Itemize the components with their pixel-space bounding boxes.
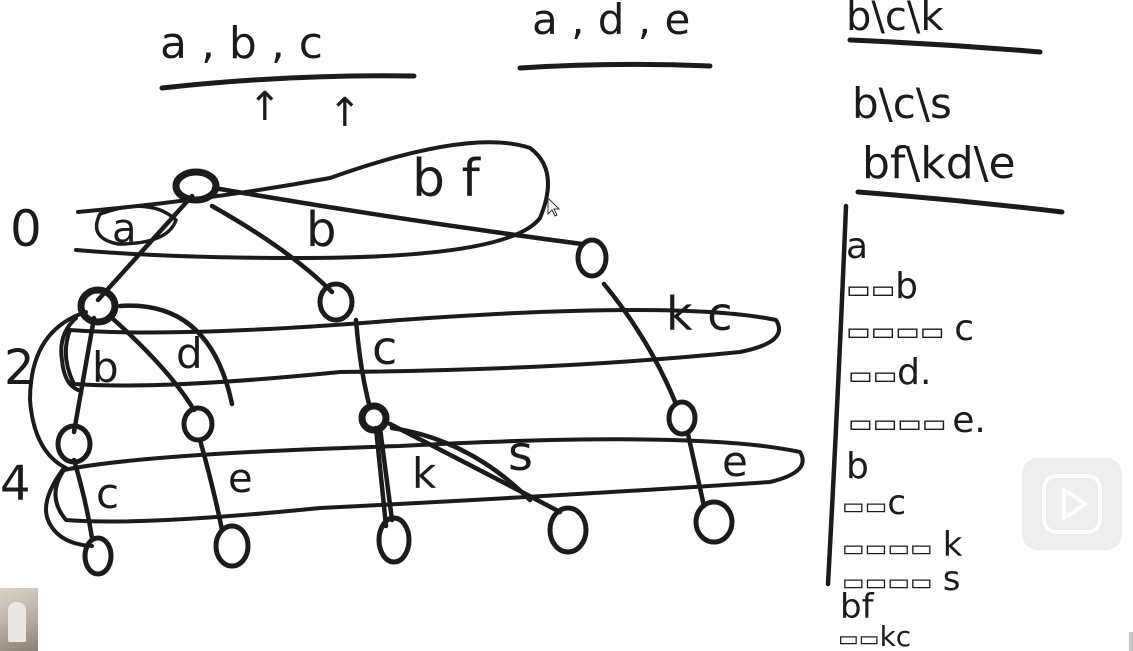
node-bfkc — [666, 399, 698, 437]
webcam-thumbnail — [0, 588, 38, 651]
node-bcs — [547, 505, 589, 555]
insert-arrow-1: ↑ — [248, 84, 282, 130]
outline-item: b — [846, 446, 869, 487]
brace-left-lower — [44, 466, 94, 548]
edge-a-b — [71, 315, 97, 435]
loop-level-2 — [63, 308, 782, 388]
path-bf-underline — [855, 189, 1065, 215]
outline-list: a ▭▭b ▭▭▭▭c ▭▭d. ▭▭▭▭e. b ▭▭c ▭▭▭▭k ▭▭▭▭… — [838, 226, 986, 651]
loop-a — [94, 204, 178, 246]
presenter-figure — [8, 602, 26, 642]
edge-label-s: s — [508, 426, 533, 482]
edge-ad-e — [197, 437, 225, 533]
brace-left — [28, 310, 88, 470]
outline-item: ▭▭▭▭e. — [848, 400, 986, 441]
edge-label-k: k — [412, 449, 437, 498]
path-b-c-k: b\c\k — [846, 0, 944, 40]
sequence-abc-underline — [159, 73, 417, 91]
path-bf-kd-e: bf\kd\e — [862, 138, 1016, 189]
loop-level-2-left — [59, 316, 80, 392]
edge-label-d: d — [176, 329, 203, 378]
sequence-abc: a , b , c — [160, 18, 323, 69]
edge-b-c — [353, 317, 373, 411]
edge-label-b2: b — [92, 343, 119, 392]
edge-c-s1 — [387, 421, 563, 515]
edge-c-k2 — [377, 425, 395, 523]
scrollbar-sliver[interactable] — [1129, 632, 1133, 651]
outline-item: bf — [840, 587, 875, 627]
sequence-ade-underline — [517, 61, 713, 71]
edge-ab-c — [71, 457, 95, 541]
path-b-c-s: b\c\s — [852, 79, 952, 128]
outline-item: ▭▭▭▭c — [846, 308, 974, 349]
edge-a-d — [109, 315, 197, 413]
edge-label-kc: k c — [666, 287, 733, 341]
level-label-4: 4 — [0, 456, 31, 512]
sequence-ade: a , d , e — [532, 0, 690, 44]
loop-level-0 — [74, 140, 550, 260]
outline-bracket — [825, 203, 849, 587]
outline-item: ▭▭c — [842, 483, 906, 523]
edge-label-e1: e — [228, 456, 253, 502]
edge-label-a: a — [112, 206, 137, 252]
edge-label-c2: c — [96, 469, 119, 518]
node-ade — [213, 523, 251, 569]
edge-kc-e — [685, 431, 707, 509]
node-b — [317, 281, 355, 323]
loop-level-4 — [53, 437, 805, 524]
node-root — [172, 168, 220, 204]
node-bc — [358, 402, 390, 434]
outline-item: ▭▭d. — [848, 352, 931, 393]
edge-root-bf — [211, 185, 585, 247]
node-bf — [575, 237, 609, 279]
outline-item: ▭▭b — [846, 266, 918, 307]
edge-c-s2 — [389, 425, 533, 503]
cursor-icon — [547, 196, 561, 217]
node-abc — [82, 535, 114, 577]
edge-label-bf: b f — [412, 149, 482, 209]
outline-item: ▭▭kc — [838, 620, 911, 651]
edge-c-k1 — [373, 425, 389, 529]
play-icon — [1042, 474, 1102, 534]
path-b-c-k-underline — [847, 37, 1043, 55]
edge-label-c1: c — [372, 321, 397, 375]
node-a — [77, 286, 119, 326]
edge-bf-kc — [601, 281, 679, 407]
outline-item: a — [846, 226, 868, 267]
edge-root-a — [95, 193, 195, 303]
outline-item: ▭▭▭▭s — [842, 559, 960, 599]
edge-label-e2: e — [722, 437, 748, 486]
node-bfkce — [693, 499, 735, 545]
node-bck — [376, 515, 412, 565]
edge-root-b — [209, 203, 335, 295]
outline-item: ▭▭▭▭k — [842, 525, 963, 565]
edge-a-loop — [117, 303, 235, 407]
tree-edges — [71, 185, 707, 541]
play-button[interactable] — [1022, 458, 1122, 550]
edge-label-b: b — [306, 202, 336, 258]
node-ad — [181, 405, 215, 443]
insert-arrow-2: ↑ — [328, 90, 362, 136]
node-ab — [55, 423, 93, 465]
level-label-0: 0 — [10, 200, 42, 258]
